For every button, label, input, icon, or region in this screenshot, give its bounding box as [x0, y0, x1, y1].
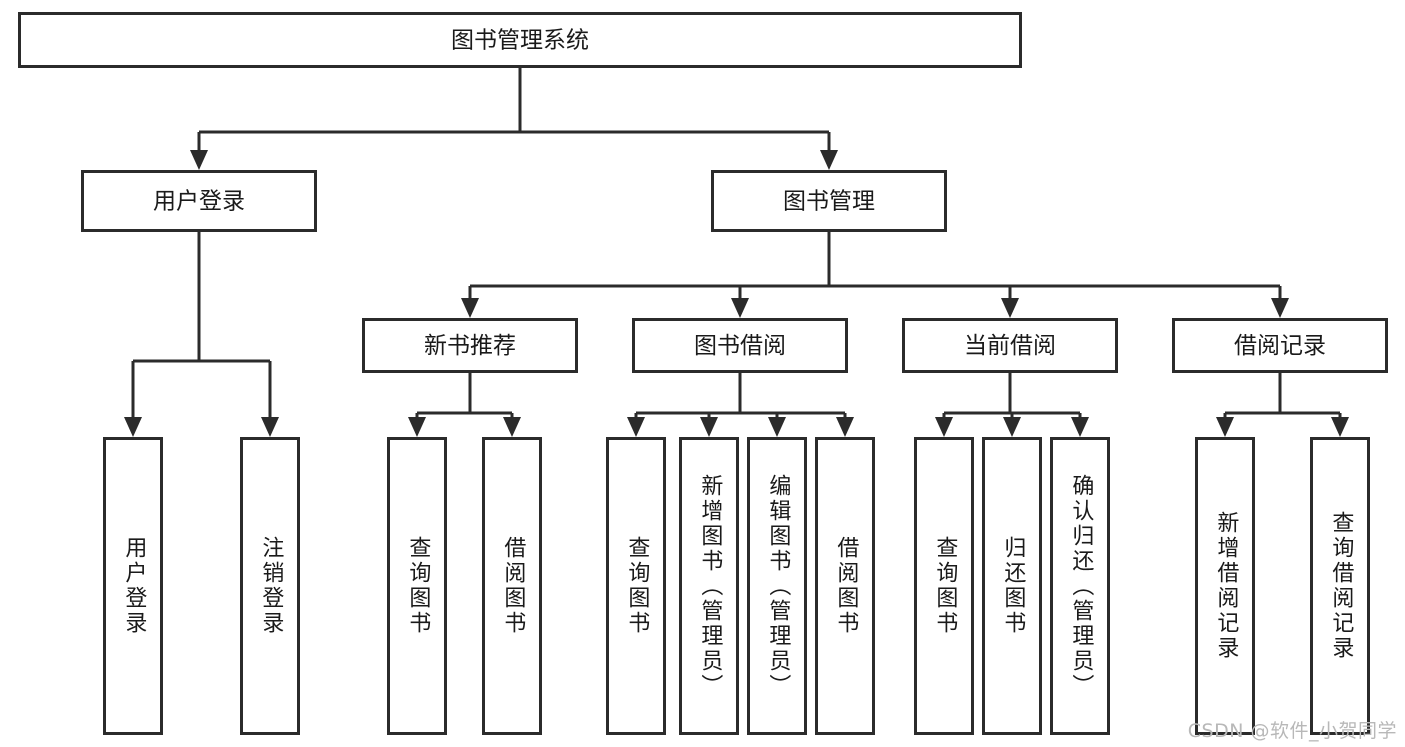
node-box-leaf-query-book-1[interactable]	[387, 437, 447, 735]
arrow-head-leaf-add-book	[700, 417, 718, 437]
arrow-head-book-borrow	[731, 298, 749, 318]
arrow-head-leaf-return-book	[1003, 417, 1021, 437]
watermark-text: CSDN @软件_小贺同学	[1187, 720, 1397, 742]
node-label-new-book-rec: 新书推荐	[424, 333, 516, 359]
node-box-leaf-return-book[interactable]	[982, 437, 1042, 735]
node-box-leaf-edit-book[interactable]	[747, 437, 807, 735]
arrow-head-new-book-rec	[461, 298, 479, 318]
arrow-head-book-manage	[820, 150, 838, 170]
arrow-head-leaf-query-record	[1331, 417, 1349, 437]
node-box-leaf-query-book-2[interactable]	[606, 437, 666, 735]
node-box-user-login[interactable]	[81, 170, 317, 232]
arrow-head-leaf-borrow-book-1	[503, 417, 521, 437]
arrow-head-leaf-query-book-1	[408, 417, 426, 437]
node-label-book-manage: 图书管理	[783, 189, 875, 215]
arrow-head-leaf-user-logout	[261, 417, 279, 437]
node-label-user-login: 用户登录	[153, 189, 245, 215]
node-box-new-book-rec[interactable]	[362, 318, 578, 373]
node-box-leaf-query-record[interactable]	[1310, 437, 1370, 735]
edges-layer	[124, 68, 1349, 437]
arrow-head-leaf-confirm-return	[1071, 417, 1089, 437]
arrow-head-leaf-query-book-2	[627, 417, 645, 437]
arrow-head-user-login	[190, 150, 208, 170]
node-label-borrow-record: 借阅记录	[1234, 333, 1326, 359]
arrow-head-current-borrow	[1001, 298, 1019, 318]
node-box-borrow-record[interactable]	[1172, 318, 1388, 373]
node-box-leaf-add-book[interactable]	[679, 437, 739, 735]
arrow-head-leaf-add-record	[1216, 417, 1234, 437]
node-box-leaf-add-record[interactable]	[1195, 437, 1255, 735]
node-box-leaf-user-login[interactable]	[103, 437, 163, 735]
boxes-layer	[18, 12, 1388, 735]
node-label-root: 图书管理系统	[451, 28, 589, 54]
node-box-current-borrow[interactable]	[902, 318, 1118, 373]
node-box-book-manage[interactable]	[711, 170, 947, 232]
node-box-leaf-user-logout[interactable]	[240, 437, 300, 735]
arrow-head-borrow-record	[1271, 298, 1289, 318]
arrow-head-leaf-user-login	[124, 417, 142, 437]
node-box-root[interactable]	[18, 12, 1022, 68]
node-box-leaf-query-book-3[interactable]	[914, 437, 974, 735]
node-box-book-borrow[interactable]	[632, 318, 848, 373]
node-label-book-borrow: 图书借阅	[694, 333, 786, 359]
node-label-current-borrow: 当前借阅	[964, 333, 1056, 359]
node-box-leaf-borrow-book-2[interactable]	[815, 437, 875, 735]
arrow-head-leaf-borrow-book-2	[836, 417, 854, 437]
node-box-leaf-confirm-return[interactable]	[1050, 437, 1110, 735]
node-box-leaf-borrow-book-1[interactable]	[482, 437, 542, 735]
arrow-head-leaf-edit-book	[768, 417, 786, 437]
arrow-head-leaf-query-book-3	[935, 417, 953, 437]
